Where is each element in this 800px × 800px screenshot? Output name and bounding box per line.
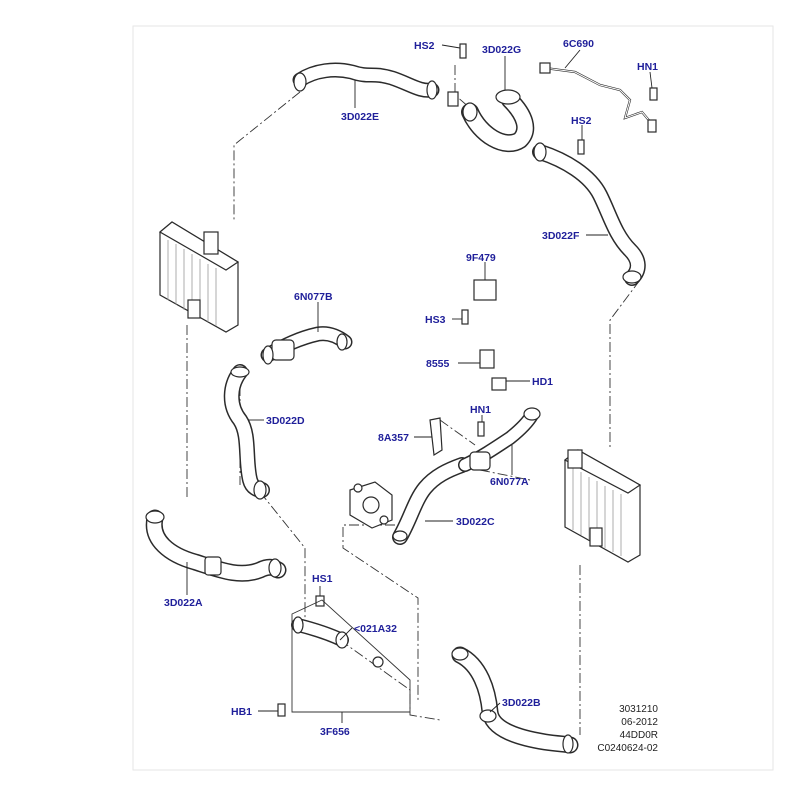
throttle-body bbox=[349, 481, 393, 529]
label-hn1-mid: HN1 bbox=[470, 404, 491, 416]
hose-6n077b bbox=[260, 326, 353, 365]
metadata-line-1: 3031210 bbox=[619, 704, 658, 715]
hose-3d022c bbox=[392, 457, 470, 545]
label-3d022b: 3D022B bbox=[502, 697, 541, 709]
hose-3d022f bbox=[532, 142, 646, 286]
hose-3d022e bbox=[292, 62, 440, 100]
intercooler-right bbox=[563, 449, 642, 563]
label-3f656: 3F656 bbox=[320, 726, 350, 738]
label-3d022d: 3D022D bbox=[266, 415, 305, 427]
label-hn1-top: HN1 bbox=[637, 61, 658, 73]
label-021a32: <021A32 bbox=[354, 623, 397, 635]
label-hs3: HS3 bbox=[425, 314, 446, 326]
intercooler-left bbox=[158, 221, 240, 333]
label-hd1: HD1 bbox=[532, 376, 553, 388]
label-3d022a: 3D022A bbox=[164, 597, 203, 609]
part-labels: HS2 3D022G 6C690 HN1 3D022E HS2 3D022F 9… bbox=[164, 38, 658, 738]
label-hb1: HB1 bbox=[231, 706, 252, 718]
label-hs2-right: HS2 bbox=[571, 115, 592, 127]
metadata-line-4: C0240624-02 bbox=[597, 743, 658, 754]
label-3d022e: 3D022E bbox=[341, 111, 379, 123]
label-3d022f: 3D022F bbox=[542, 230, 580, 242]
label-6n077b: 6N077B bbox=[294, 291, 333, 303]
sensor-harness-6c690 bbox=[539, 62, 658, 133]
group-box-3f656 bbox=[291, 599, 411, 713]
label-6c690: 6C690 bbox=[563, 38, 594, 50]
label-6n077a: 6N077A bbox=[490, 476, 529, 488]
label-8555: 8555 bbox=[426, 358, 450, 370]
drawing-metadata: 3031210 06-2012 44DD0R C0240624-02 bbox=[597, 704, 658, 754]
hose-3d022g bbox=[461, 89, 535, 153]
leader-lines bbox=[186, 44, 653, 723]
metadata-line-2: 06-2012 bbox=[621, 717, 658, 728]
label-3d022g: 3D022G bbox=[482, 44, 521, 56]
hose-6n077a bbox=[458, 407, 541, 472]
part-3f656-pipe bbox=[291, 616, 349, 649]
label-9f479: 9F479 bbox=[466, 252, 496, 264]
label-3d022c: 3D022C bbox=[456, 516, 495, 528]
label-hs2-top: HS2 bbox=[414, 40, 435, 52]
label-hs1: HS1 bbox=[312, 573, 333, 585]
hose-3d022b bbox=[451, 646, 579, 754]
metadata-line-3: 44DD0R bbox=[620, 730, 658, 741]
label-8a357: 8A357 bbox=[378, 432, 409, 444]
hoses bbox=[145, 62, 646, 754]
hose-3d022a bbox=[145, 509, 287, 582]
hose-3d022d bbox=[223, 364, 270, 500]
